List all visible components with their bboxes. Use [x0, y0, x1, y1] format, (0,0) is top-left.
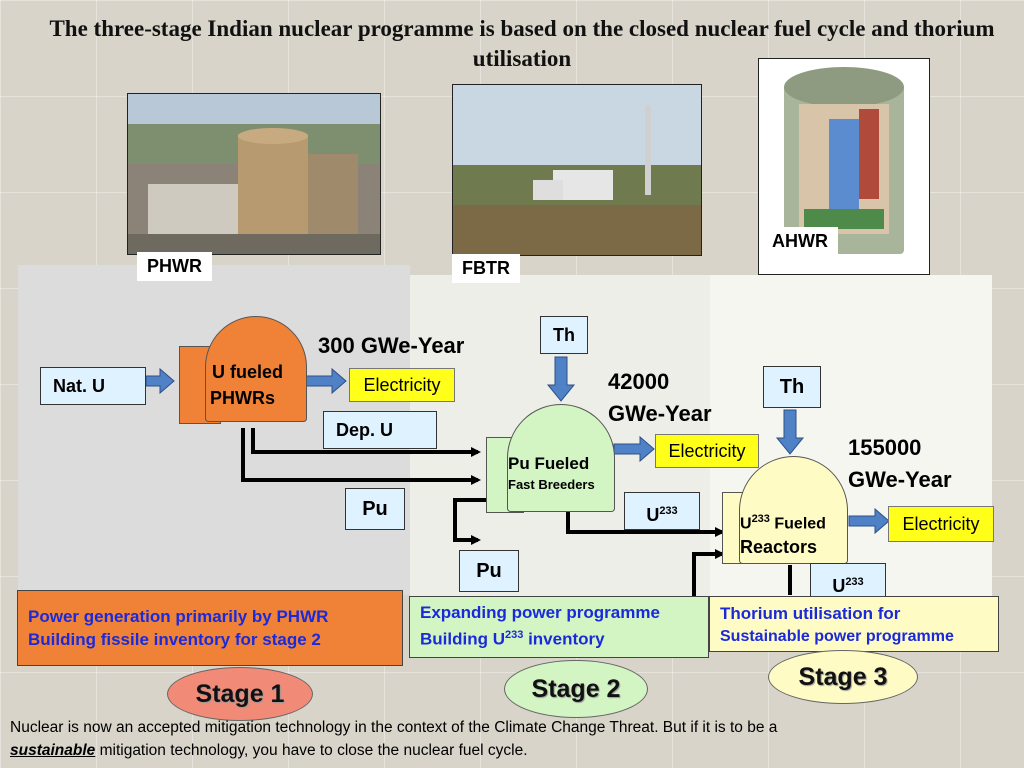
stage3-info-line1: Thorium utilisation for — [720, 604, 901, 623]
stage2-energy-line2: GWe-Year — [608, 401, 712, 426]
phwr-photo — [127, 93, 381, 255]
stage1-pu-text: Pu — [362, 498, 388, 520]
stage3-energy-line1: 155000 — [848, 435, 922, 460]
footer-emphasis: sustainable — [10, 742, 96, 759]
nat-u-box: Nat. U — [40, 367, 146, 405]
stage3-reactor-line2: Reactors — [740, 537, 818, 557]
stage2-info-line2b: inventory — [523, 629, 605, 649]
stage3-u233-box: U233 — [810, 563, 886, 601]
stage3-electricity-arrow — [848, 507, 890, 535]
nat-u-text: Nat. U — [53, 376, 106, 396]
stage3-reactor-line1-rest: Fueled — [769, 515, 826, 533]
stage2-info-line1: Expanding power programme — [420, 603, 660, 622]
stage3-reactor-sup: 233 — [751, 513, 770, 525]
stage1-info-line1: Power generation primarily by PHWR — [28, 607, 329, 626]
stage3-reactor: U233 Fueled Reactors — [739, 456, 848, 564]
phwr-label: PHWR — [137, 252, 212, 281]
stage2-info-line2a: Building U — [420, 629, 505, 649]
stage2-pu-text: Pu — [476, 560, 502, 582]
stage3-u233-sup: 233 — [845, 576, 864, 588]
footer-line1: Nuclear is now an accepted mitigation te… — [10, 719, 778, 736]
nat-u-arrow — [145, 367, 175, 395]
dep-u-box: Dep. U — [323, 411, 437, 449]
stage2-reactor-line1: Pu Fueled — [508, 454, 590, 473]
dep-u-text: Dep. U — [336, 420, 394, 440]
stage2-u233-box: U233 — [624, 492, 700, 530]
stage2-pu-box: Pu — [459, 550, 519, 592]
stage3-th-box: Th — [763, 366, 821, 408]
stage1-info-line2: Building fissile inventory for stage 2 — [28, 630, 321, 649]
stage2-energy: 42000 GWe-Year — [608, 366, 712, 430]
stage2-label-text: Stage 2 — [531, 675, 621, 703]
stage1-electricity: Electricity — [349, 368, 455, 402]
stage2-th-box: Th — [540, 316, 588, 354]
stage1-reactor-line2: PHWRs — [210, 388, 276, 408]
stage3-info-line2: Sustainable power programme — [720, 628, 954, 645]
stage3-reactor-u: U — [740, 515, 752, 533]
stage2-info-line2: Building U233 inventory — [420, 624, 708, 651]
ahwr-label: AHWR — [762, 227, 838, 256]
dep-u-flow-line — [251, 428, 481, 457]
stage3-electricity: Electricity — [888, 506, 994, 542]
stage1-electricity-arrow — [305, 367, 347, 395]
stage3-label: Stage 3 — [768, 650, 918, 704]
footer-line2-rest: mitigation technology, you have to close… — [95, 742, 528, 759]
stage2-th-text: Th — [553, 325, 575, 345]
stage1-info-box: Power generation primarily by PHWR Build… — [17, 590, 403, 666]
stage1-reactor-line1: U fueled — [212, 362, 284, 382]
stage2-electricity: Electricity — [655, 434, 759, 468]
stage2-reactor-line2: Fast Breeders — [508, 477, 595, 492]
stage3-info-box: Thorium utilisation for Sustainable powe… — [709, 596, 999, 652]
stage3-u233-base: U — [832, 576, 846, 596]
fbtr-label: FBTR — [452, 254, 520, 283]
fbtr-photo — [452, 84, 702, 256]
stage1-label: Stage 1 — [167, 667, 313, 721]
stage2-info-box: Expanding power programme Building U233 … — [409, 596, 709, 658]
stage2-electricity-arrow — [613, 435, 655, 463]
u233-flow-line — [566, 512, 725, 537]
stage2-energy-line1: 42000 — [608, 369, 670, 394]
stage1-reactor: U fueled PHWRs — [205, 316, 307, 422]
stage3-th-arrow — [775, 409, 805, 455]
page-title: The three-stage Indian nuclear programme… — [49, 16, 995, 71]
footer-note: Nuclear is now an accepted mitigation te… — [10, 716, 1010, 762]
pu-flow-line — [241, 428, 481, 485]
stage2-electricity-text: Electricity — [668, 441, 746, 461]
stage3-th-text: Th — [779, 376, 805, 398]
footer-line2: sustainable mitigation technology, you h… — [10, 739, 1010, 762]
stage3-electricity-text: Electricity — [902, 514, 980, 534]
stage3-energy: 155000 GWe-Year — [848, 432, 952, 496]
stage1-electricity-text: Electricity — [363, 375, 441, 395]
stage3-energy-line2: GWe-Year — [848, 467, 952, 492]
stage3-label-text: Stage 3 — [798, 663, 888, 691]
stage1-pu-box: Pu — [345, 488, 405, 530]
stage2-u233-base: U — [646, 505, 660, 525]
stage3-reactor-line1: U233 Fueled — [740, 513, 826, 533]
stage1-label-text: Stage 1 — [195, 680, 285, 708]
stage2-u233-sup: 233 — [659, 505, 678, 517]
stage2-label: Stage 2 — [504, 660, 648, 718]
stage2-info-sup: 233 — [504, 629, 524, 641]
stage2-reactor: Pu Fueled Fast Breeders — [507, 404, 615, 512]
stage2-th-arrow — [546, 356, 576, 402]
stage1-energy: 300 GWe-Year — [318, 333, 465, 358]
